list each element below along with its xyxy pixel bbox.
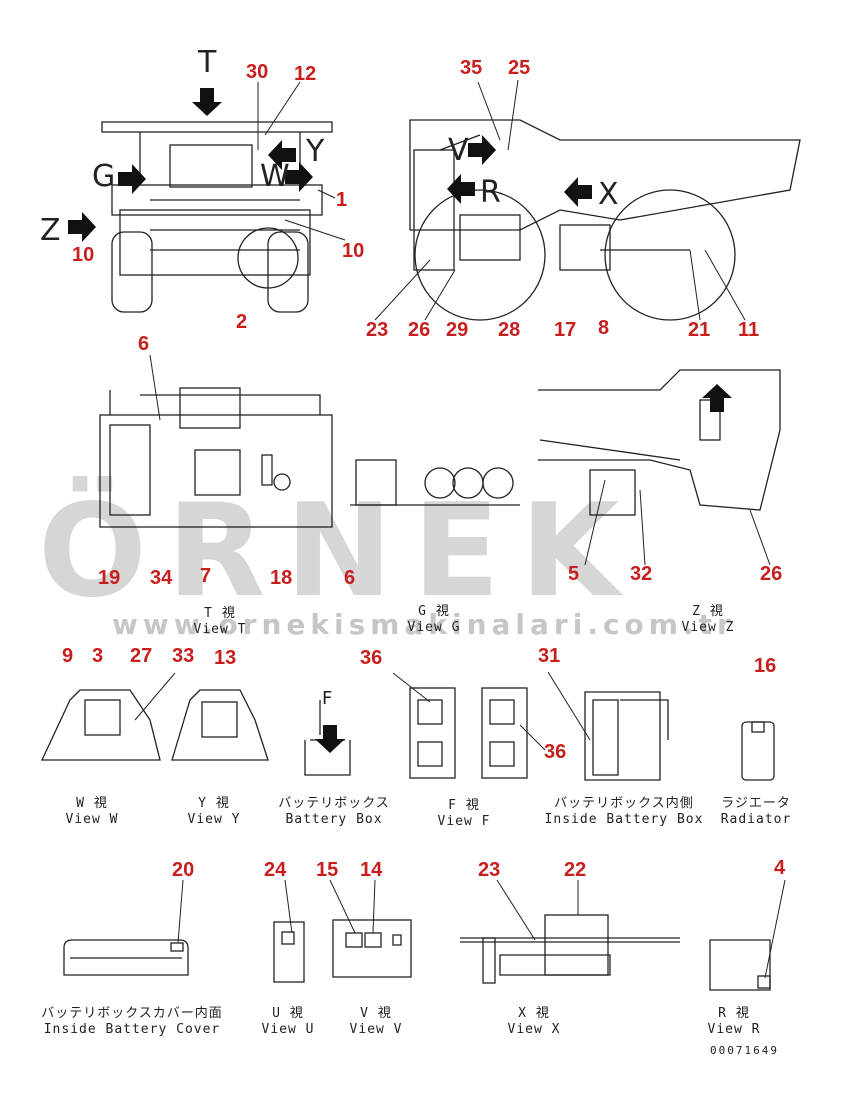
- callout-number: 7: [200, 565, 212, 587]
- callout-number: 16: [754, 655, 777, 677]
- callout-number: 17: [554, 319, 577, 341]
- callout-number: 5: [568, 563, 580, 585]
- callout-number: 31: [538, 645, 561, 667]
- view-letter-x: X: [598, 177, 619, 212]
- callout-number: 12: [294, 63, 317, 85]
- callout-number: 15: [316, 859, 339, 881]
- callout-number: 36: [360, 647, 383, 669]
- callout-number: 3: [92, 645, 104, 667]
- callout-number: 10: [72, 244, 95, 266]
- callout-number: 32: [630, 563, 653, 585]
- callout-number: 25: [508, 57, 531, 79]
- view-letter-f: F: [322, 688, 333, 709]
- callout-number: 30: [246, 61, 269, 83]
- view-x-drawing: [460, 914, 680, 984]
- view-r-drawing: [709, 939, 771, 991]
- callout-number: 6: [344, 567, 356, 589]
- inside-battery-box-drawing: [584, 691, 669, 781]
- callout-number: 26: [408, 319, 431, 341]
- leader-lines: [134, 79, 786, 979]
- callout-number: 26: [760, 563, 783, 585]
- callout-number: 35: [460, 57, 483, 79]
- callout-number: 14: [360, 859, 383, 881]
- callout-number: 29: [446, 319, 469, 341]
- callout-number: 1: [336, 189, 348, 211]
- callout-number: 23: [478, 859, 501, 881]
- view-letter-y: Y: [306, 134, 325, 169]
- callout-number: 4: [774, 857, 786, 879]
- callout-number: 10: [342, 240, 365, 262]
- side-view-drawing: [409, 119, 801, 321]
- callout-number: 11: [738, 319, 760, 341]
- callout-number: 23: [366, 319, 389, 341]
- callout-number: 28: [498, 319, 521, 341]
- callout-number: 27: [130, 645, 153, 667]
- callout-number: 22: [564, 859, 587, 881]
- view-v-drawing: [332, 919, 412, 978]
- radiator-drawing: [741, 721, 775, 781]
- view-letter-w: W: [260, 159, 290, 194]
- callout-number: 19: [98, 567, 121, 589]
- view-letter-t: T: [198, 45, 217, 80]
- watermark-url: www.ornekismakinalari.com.tr: [112, 608, 736, 641]
- view-z-drawing: [538, 369, 781, 516]
- callout-number: 21: [688, 319, 711, 341]
- callout-number: 9: [62, 645, 74, 667]
- callout-number: 13: [214, 647, 237, 669]
- view-f-drawing: [409, 687, 528, 779]
- callout-number: 6: [138, 333, 150, 355]
- callout-number: 24: [264, 859, 287, 881]
- front-view-drawing: [101, 121, 333, 313]
- callout-number: 20: [172, 859, 195, 881]
- callout-number: 2: [236, 311, 248, 333]
- inside-battery-cover-drawing: [63, 939, 189, 976]
- callout-number: 33: [172, 645, 195, 667]
- view-letter-v: V: [448, 133, 469, 168]
- view-u-drawing: [273, 921, 305, 983]
- callout-number: 8: [598, 317, 610, 339]
- view-arrows: [68, 88, 732, 753]
- view-g-drawing: [350, 459, 520, 506]
- callout-number: 18: [270, 567, 293, 589]
- callout-number: 34: [150, 567, 173, 589]
- document-number: 00071649: [710, 1044, 779, 1057]
- view-y-drawing: [171, 689, 269, 761]
- view-t-drawing: [99, 387, 333, 528]
- callout-number: 36: [544, 741, 567, 763]
- view-letter-r: R: [480, 175, 501, 210]
- view-letter-g: G: [92, 159, 116, 194]
- watermark-brand: ÖRNEK: [38, 477, 640, 626]
- view-w-drawing: [40, 689, 161, 761]
- view-letter-z: Z: [40, 213, 61, 248]
